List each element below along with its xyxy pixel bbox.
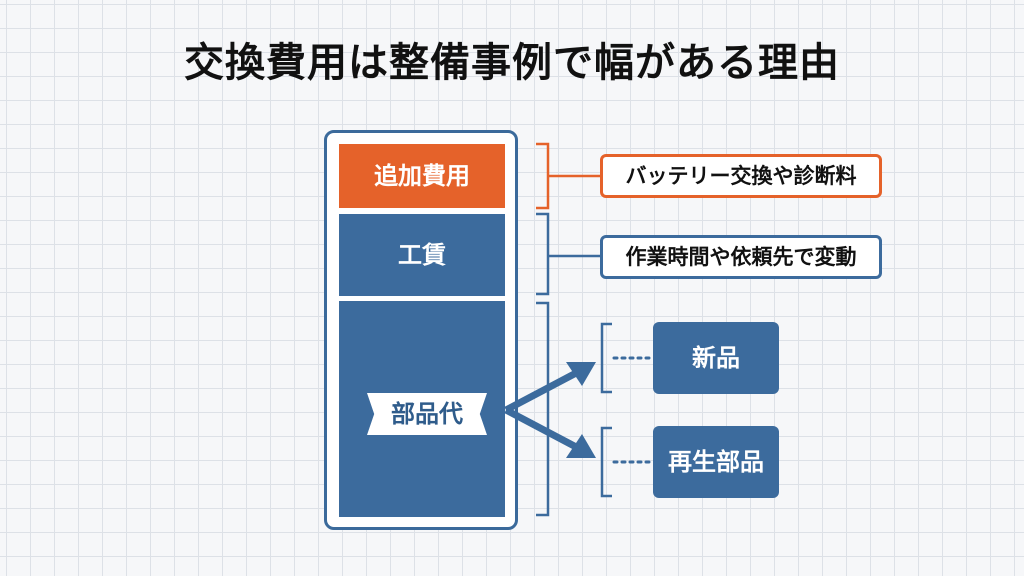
parts-cost-label: 部品代	[367, 393, 487, 435]
segment-labor: 工賃	[339, 214, 505, 296]
callout-additional-cost: バッテリー交換や診断料	[600, 154, 882, 198]
segment-parts: 部品代	[339, 301, 505, 517]
segment-additional-cost: 追加費用	[339, 144, 505, 208]
arrow-to-reman-shaft	[504, 406, 580, 452]
bracket-new	[600, 322, 612, 394]
bracket-reman	[600, 426, 612, 498]
arrow-to-reman-head	[566, 434, 596, 458]
arrow-to-new-head	[566, 362, 596, 386]
arrow-to-new-shaft	[504, 368, 580, 414]
bracket-additional	[536, 142, 550, 210]
bracket-parts	[536, 301, 550, 517]
cost-breakdown-stack: 追加費用 工賃 部品代	[324, 130, 518, 530]
option-remanufactured-parts: 再生部品	[653, 426, 779, 498]
page-title: 交換費用は整備事例で幅がある理由	[184, 40, 840, 86]
option-new-parts: 新品	[653, 322, 779, 394]
bracket-labor	[536, 212, 550, 296]
callout-labor: 作業時間や依頼先で変動	[600, 235, 882, 279]
